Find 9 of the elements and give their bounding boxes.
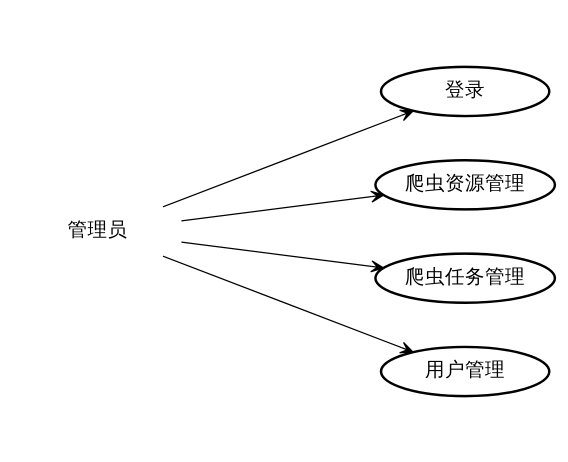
arrow	[162, 109, 414, 207]
arrow	[162, 255, 414, 353]
node-ellipse: 登录	[380, 65, 551, 117]
node-text: 管理员	[67, 218, 128, 241]
node-ellipse: 用户管理	[380, 345, 551, 397]
node-ellipse: 爬虫任务管理	[374, 252, 556, 304]
arrow	[181, 240, 384, 272]
arrow	[181, 190, 384, 222]
node-ellipse: 爬虫资源管理	[374, 158, 556, 210]
